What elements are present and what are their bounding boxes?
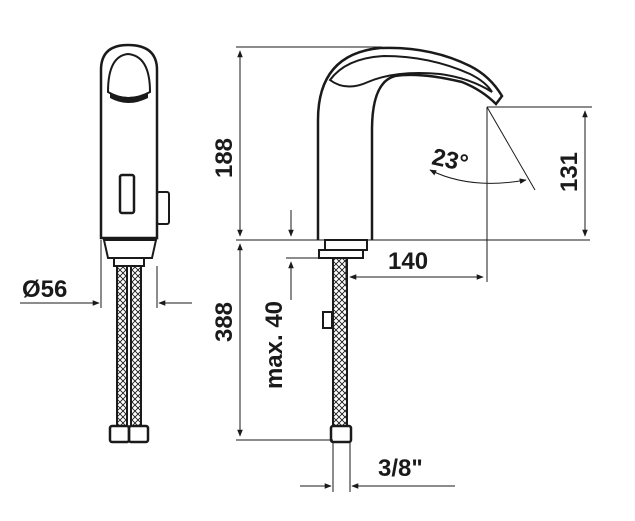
- spout-body: [316, 46, 504, 240]
- front-fitting-left: [108, 424, 131, 444]
- side-base: [324, 239, 368, 251]
- front-base: [102, 239, 158, 259]
- height-dimension: [236, 46, 382, 237]
- angle-dimension: [429, 106, 536, 282]
- height-label: 188: [211, 138, 238, 178]
- connection-label: 3/8": [378, 455, 423, 482]
- front-base-ring: [113, 257, 145, 267]
- side-base-ring: [318, 249, 364, 259]
- outlet-height-dimension: [487, 106, 592, 237]
- reach-label: 140: [388, 248, 428, 275]
- front-fitting-right: [127, 424, 150, 444]
- connection-dimension: [300, 442, 455, 492]
- depth-label: 388: [211, 302, 238, 342]
- spout-highlight: [328, 54, 493, 93]
- faucet-side-view: [316, 46, 504, 444]
- sensor-window: [118, 173, 136, 215]
- deck-thickness-dimension: [286, 210, 322, 300]
- depth-dimension: [236, 243, 333, 441]
- outlet-height-label: 131: [556, 152, 583, 192]
- diameter-dimension: [20, 240, 192, 308]
- side-hose: [332, 257, 348, 427]
- front-hose-right: [130, 265, 142, 427]
- side-fitting: [329, 424, 353, 444]
- front-hose-left: [116, 265, 128, 427]
- side-valve-tab: [322, 311, 333, 329]
- front-body: [99, 43, 159, 240]
- deck-thickness-label: max. 40: [261, 301, 288, 389]
- side-button: [156, 191, 170, 225]
- reach-dimension: [345, 258, 484, 284]
- diameter-label: Ø56: [22, 276, 67, 303]
- front-cap: [106, 52, 152, 99]
- faucet-front-view: [99, 43, 170, 444]
- front-cap-shade: [110, 93, 148, 103]
